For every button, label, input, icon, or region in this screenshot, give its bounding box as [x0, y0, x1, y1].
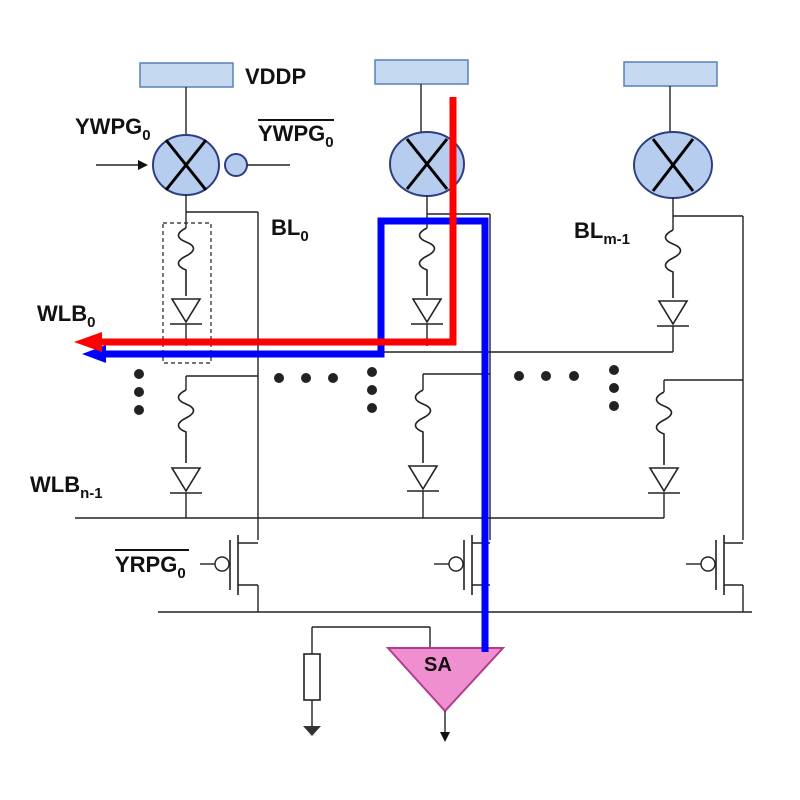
- sense-amplifier-label: SA: [424, 654, 452, 676]
- fuse-r0-c1: [418, 227, 436, 296]
- inverter-bubble: [224, 153, 248, 177]
- diode-rn-c0: [170, 467, 202, 518]
- write-switch-col0: [152, 134, 248, 196]
- ground-icon: [303, 726, 321, 736]
- bl0-label: BL0: [271, 215, 309, 245]
- fuse-r0-cm: [664, 229, 682, 298]
- vddp-pad-col0: [139, 62, 234, 88]
- vddp-pad-col1: [374, 59, 469, 85]
- diode-rn-cm: [648, 467, 680, 518]
- write-switch-colm: [633, 131, 713, 199]
- write-path: [100, 97, 457, 346]
- blm-label: BLm-1: [574, 218, 630, 248]
- read-transistor-col1: [434, 535, 490, 595]
- read-transistor-colm: [686, 535, 744, 612]
- fuse-r0-c0: [177, 227, 195, 296]
- sense-amplifier: [385, 647, 506, 713]
- diode-r0-cm: [657, 300, 689, 352]
- write-switch-col1: [389, 131, 465, 197]
- diode-r0-c0: [170, 298, 202, 346]
- ywpg-bar-label: YWPG0: [258, 121, 334, 151]
- fuse-rn-c0: [177, 389, 195, 463]
- fuse-rn-c1: [414, 389, 432, 463]
- fuse-rn-cm: [655, 391, 673, 465]
- ywpg-label: YWPG0: [75, 114, 151, 144]
- yrpg-label: YRPG0: [115, 552, 186, 582]
- vddp-label: VDDP: [245, 64, 306, 89]
- reference-resistor: [303, 653, 321, 701]
- read-transistor-col0: [200, 535, 259, 612]
- fuse-cell-highlight: [162, 222, 212, 364]
- diode-rn-c1: [407, 465, 439, 518]
- write-path-arrowhead: [74, 332, 102, 352]
- read-path: [100, 217, 489, 652]
- wlbn-label: WLBn-1: [30, 472, 103, 502]
- wlb0-label: WLB0: [37, 301, 95, 331]
- vddp-pad-colm: [623, 61, 718, 87]
- ellipsis-dots: [134, 365, 619, 415]
